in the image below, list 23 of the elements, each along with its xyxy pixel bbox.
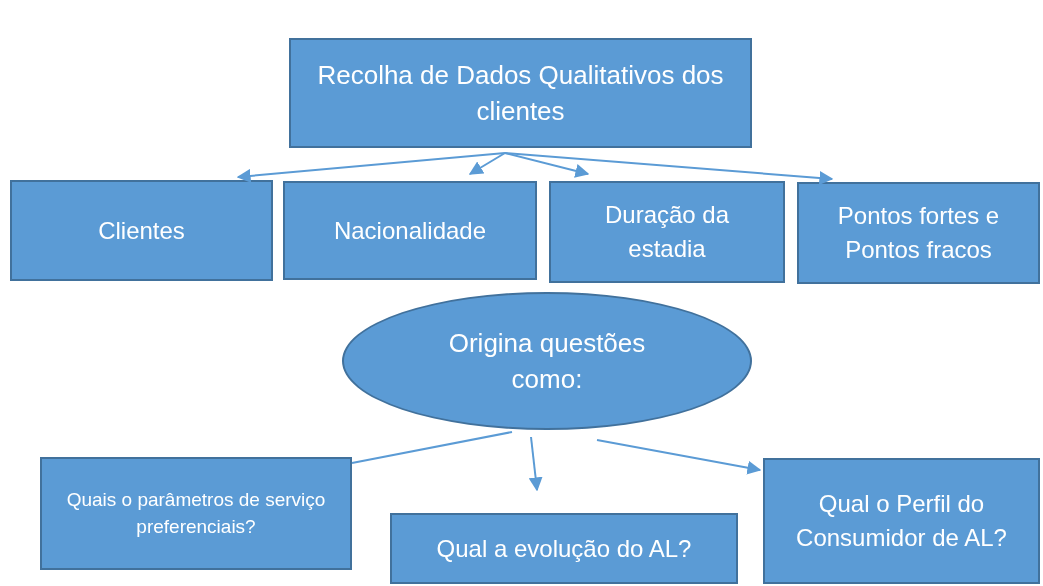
node-text: Qual o Perfil do Consumidor de AL?: [795, 489, 1008, 553]
process-box: [10, 180, 273, 281]
process-box: [763, 458, 1040, 584]
node-text: Pontos fortes e Pontos fracos: [836, 201, 1001, 265]
process-box: [283, 181, 537, 280]
arrow: [528, 436, 543, 492]
node-text: Quais o parâmetros de serviço preferenciais?: [65, 487, 327, 539]
process-box: [549, 181, 785, 283]
arrow: [504, 152, 590, 178]
node-text: Recolha de Dados Qualitativos dos clientes: [316, 58, 725, 128]
node-text: Origina questões como:: [447, 326, 647, 396]
arrow: [504, 152, 834, 185]
arrow: [236, 152, 506, 183]
process-box: [40, 457, 352, 570]
process-box: [390, 513, 738, 584]
node-text: Clientes: [98, 215, 185, 246]
arrow: [468, 152, 506, 175]
process-box: [797, 182, 1040, 284]
node-text: Qual a evolução do AL?: [436, 533, 692, 564]
node-text: Duração da estadia: [603, 200, 731, 264]
process-box: [289, 38, 752, 148]
arrow: [596, 439, 762, 475]
node-text: Nacionalidade: [333, 215, 487, 246]
